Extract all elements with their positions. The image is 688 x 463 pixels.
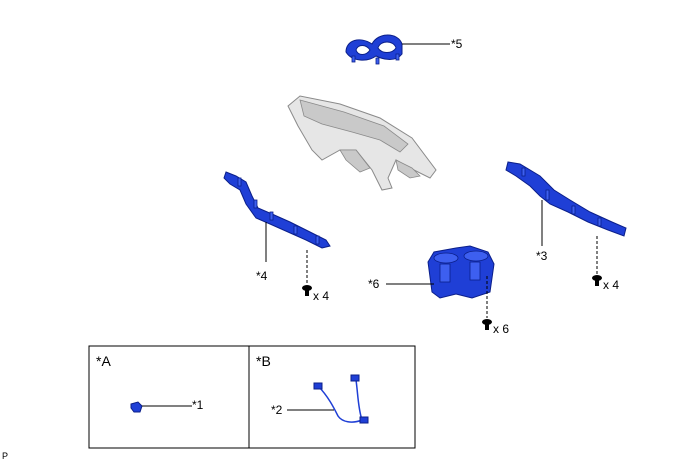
- screw-icon-left: [302, 285, 312, 296]
- part-2-wire-harness: [313, 374, 369, 424]
- screw-icon-center: [482, 319, 492, 330]
- label-part-3: *3: [536, 249, 548, 263]
- screw-icon-right: [592, 275, 602, 286]
- label-part-2: *2: [271, 403, 283, 417]
- part-6-cup-holder: [427, 245, 495, 299]
- label-part-6: *6: [368, 277, 380, 291]
- legend-label-b: *B: [256, 353, 271, 369]
- part-4-trim-strip: [223, 171, 331, 249]
- part-5-bezel: [345, 34, 403, 65]
- qty-label-center: x 6: [493, 322, 509, 336]
- center-console-panel: [287, 95, 437, 191]
- label-part-1: *1: [192, 398, 204, 412]
- legend-box: [88, 345, 416, 449]
- qty-label-left: x 4: [313, 289, 329, 303]
- part-3-trim-strip: [505, 161, 627, 237]
- label-part-4: *4: [256, 269, 268, 283]
- part-1-clip-icon: [130, 401, 143, 413]
- label-part-5: *5: [451, 37, 463, 51]
- qty-label-right: x 4: [603, 278, 619, 292]
- corner-code: P: [2, 451, 8, 461]
- legend-label-a: *A: [96, 353, 111, 369]
